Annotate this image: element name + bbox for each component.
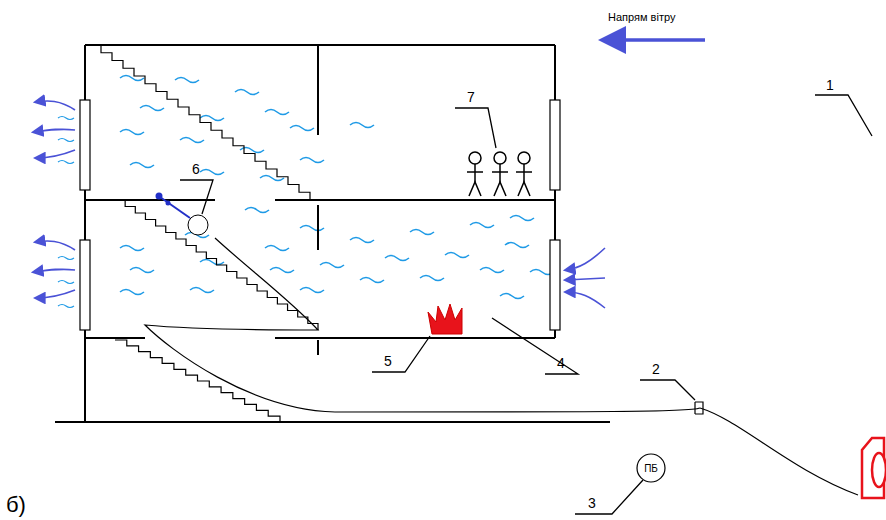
- smoke-wave: [200, 116, 224, 121]
- smoke-wave: [470, 223, 494, 228]
- callout-number: 5: [384, 354, 392, 368]
- hydrant-circle: ПБ: [636, 453, 666, 483]
- smoke-wave: [290, 126, 314, 131]
- smoke-wave: [190, 288, 214, 293]
- smoke-wave: [235, 90, 259, 95]
- smoke-wave: [200, 170, 224, 175]
- smoke-wave: [385, 256, 409, 261]
- smoke-wave: [270, 268, 294, 273]
- smoke-wave: [350, 238, 374, 243]
- callout-number: 4: [557, 356, 565, 370]
- callout-number: 7: [467, 90, 475, 104]
- smoke-wave: [245, 208, 269, 213]
- smoke-wave: [130, 268, 154, 273]
- smoke-wave: [510, 216, 534, 221]
- staircase: [115, 200, 318, 330]
- smoke-wave: [350, 123, 374, 128]
- staircase: [90, 45, 310, 200]
- smoke-wave: [140, 106, 164, 111]
- figure-label: б): [6, 494, 26, 516]
- smoke-wave: [300, 288, 324, 293]
- smoke-wave: [120, 130, 144, 135]
- staircase: [115, 340, 280, 422]
- hydrant-label: ПБ: [644, 463, 658, 474]
- callout-number: 6: [192, 162, 200, 176]
- smoke-wave: [120, 246, 144, 251]
- wind-direction-label: Напрям вітру: [608, 12, 675, 23]
- smoke-wave: [180, 138, 204, 143]
- smoke-wave: [175, 78, 199, 83]
- callout-number: 3: [588, 496, 596, 510]
- smoke-wave: [200, 260, 224, 265]
- smoke-wave: [410, 230, 434, 235]
- callout-number: 2: [652, 362, 660, 376]
- smoke-wave: [505, 243, 529, 248]
- smoke-wave: [445, 253, 469, 258]
- smoke-wave: [130, 163, 154, 168]
- smoke-wave: [500, 294, 524, 299]
- smoke-wave: [300, 158, 324, 163]
- callout-number: 1: [826, 78, 834, 92]
- smoke-wave: [120, 290, 144, 295]
- smoke-wave: [480, 268, 504, 273]
- smoke-wave: [420, 276, 444, 281]
- smoke-wave: [360, 278, 384, 283]
- smoke-wave: [265, 246, 289, 251]
- smoke-wave: [265, 110, 289, 115]
- smoke-wave: [320, 263, 344, 268]
- smoke-wave: [300, 226, 324, 231]
